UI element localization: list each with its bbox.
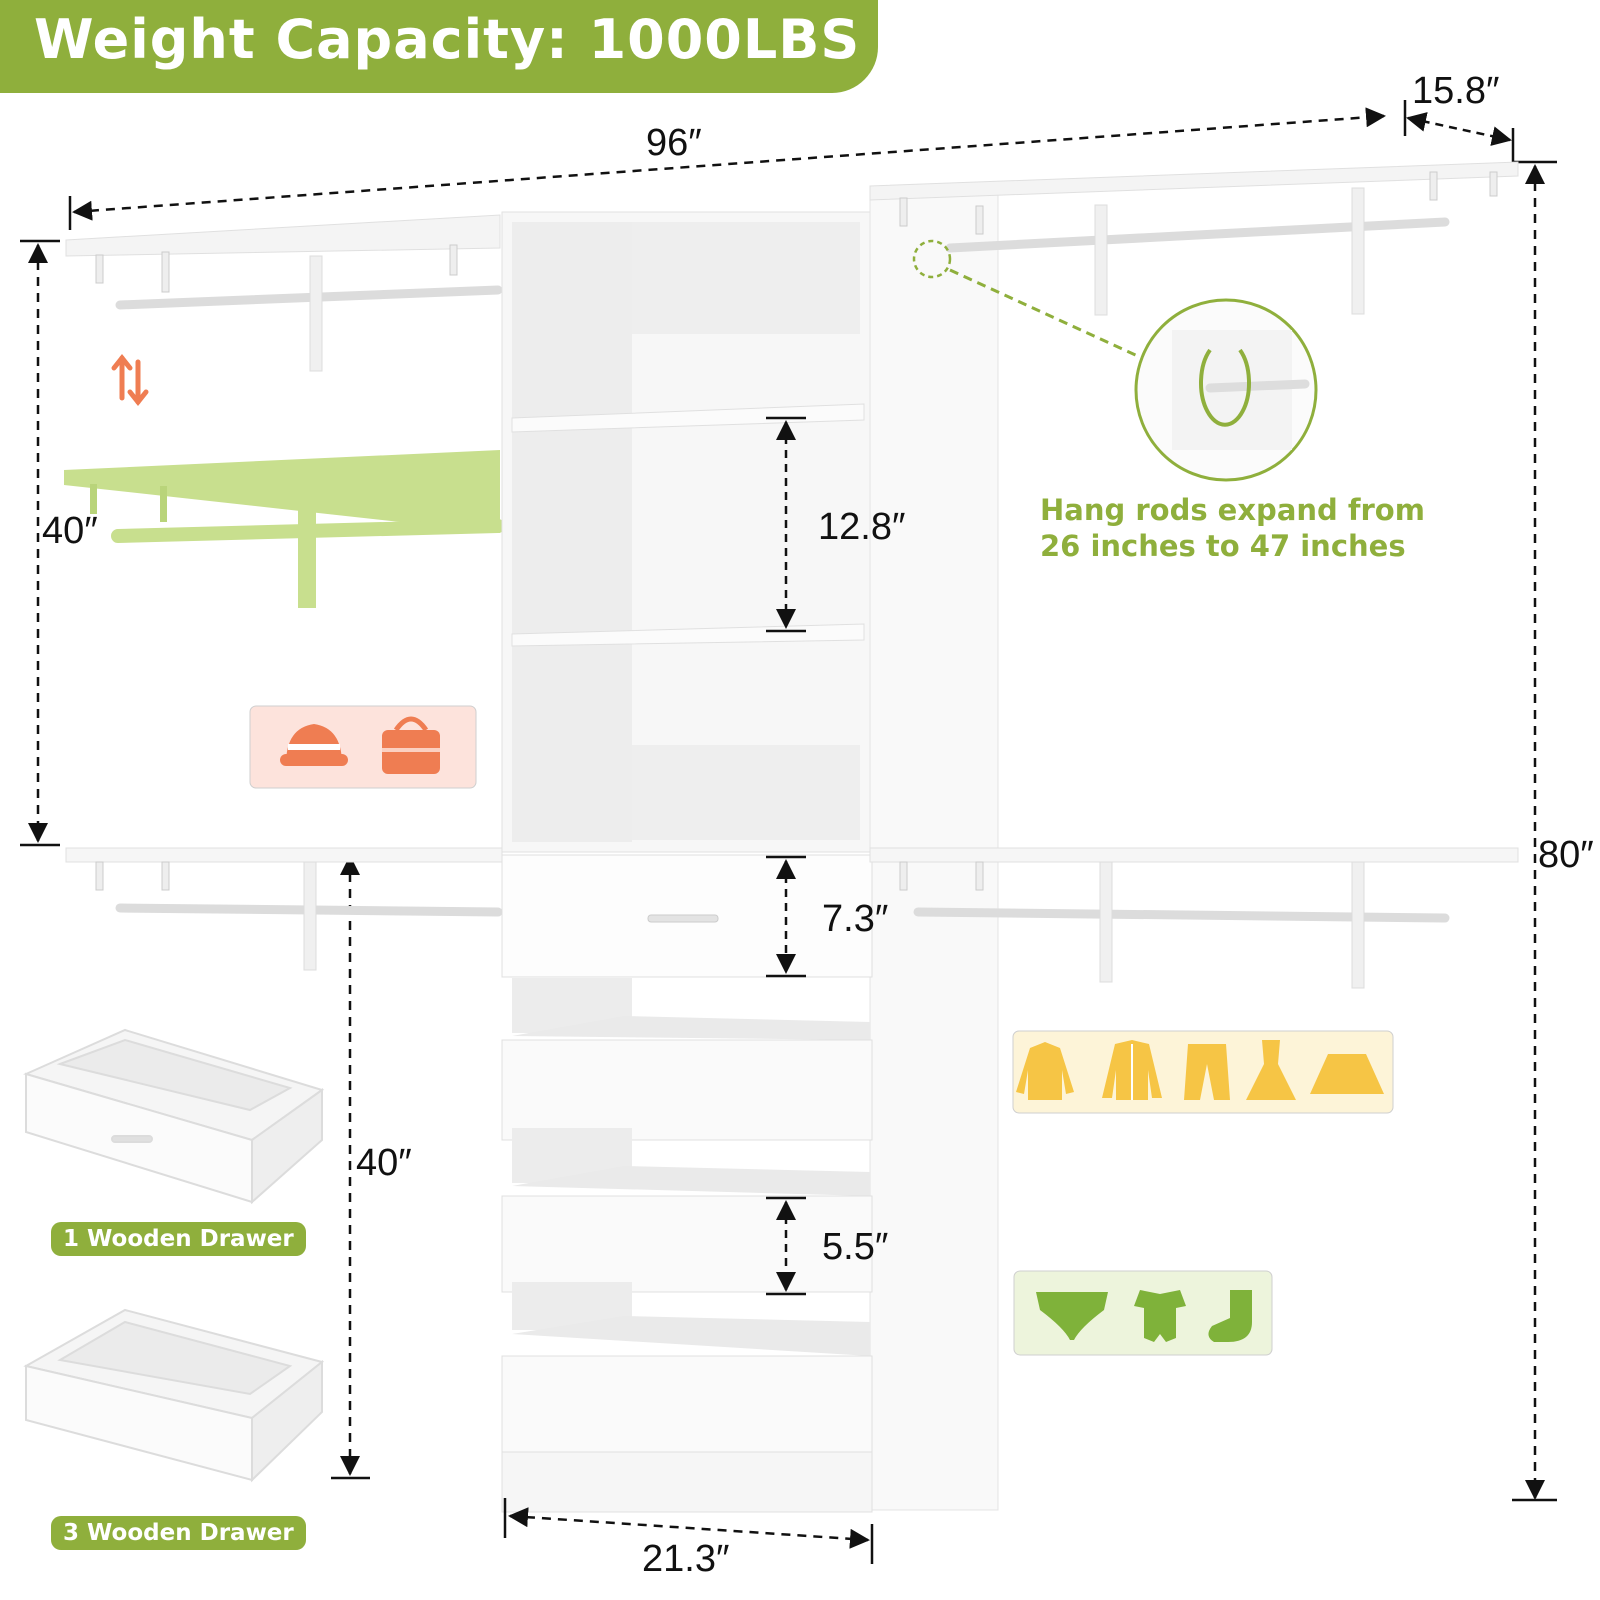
- weight-capacity-banner: Weight Capacity: 1000LBS: [0, 0, 878, 93]
- handbag-icon: [382, 716, 440, 774]
- sock-icon: [1208, 1290, 1252, 1342]
- total-width-label: 96″: [646, 122, 702, 164]
- rod-expand-text-line1: Hang rods expand from: [1040, 493, 1425, 527]
- center-tower: [501, 189, 999, 1513]
- kids-icon-panel: [1013, 1270, 1273, 1356]
- onesie-icon: [1134, 1290, 1186, 1342]
- jacket-icon: [1102, 1040, 1162, 1100]
- rod-detail-callout: [912, 239, 1318, 482]
- height-dimension-line: [1512, 160, 1557, 1502]
- single-drawer-illustration: [23, 1028, 325, 1205]
- rod-expand-text-line2: 26 inches to 47 inches: [1040, 529, 1406, 563]
- shirt-icon: [1016, 1042, 1074, 1100]
- single-drawer-tag: 1 Wooden Drawer: [51, 1222, 306, 1256]
- shelf-spacing-dimension-line: [766, 416, 806, 633]
- hat-icon: [280, 724, 348, 766]
- accessories-icon-panel: [249, 705, 477, 789]
- pants-icon: [1184, 1044, 1230, 1100]
- triple-drawer-tag: 3 Wooden Drawer: [51, 1516, 306, 1550]
- adjustable-shelf-highlight: [64, 450, 505, 608]
- dress-icon: [1246, 1040, 1296, 1100]
- top-drawer-dimension-line: [766, 855, 806, 978]
- up-down-arrows-icon: [111, 353, 149, 407]
- top-drawer-height-label: 7.3″: [822, 898, 889, 940]
- lower-drawer-dimension-line: [766, 1196, 806, 1296]
- triple-drawer-illustration: [23, 1308, 325, 1483]
- depth-label: 15.8″: [1412, 70, 1500, 112]
- banner-title: Weight Capacity: 1000LBS: [34, 8, 861, 71]
- lower-right-shelf: [869, 847, 1519, 989]
- shelf-spacing-label: 12.8″: [818, 506, 906, 548]
- skirt-icon: [1310, 1054, 1384, 1094]
- lower-left-shelf: [65, 847, 503, 971]
- tower-width-dimension-line: [503, 1498, 874, 1564]
- total-height-label: 80″: [1538, 834, 1594, 876]
- upper-left-shelf: [65, 214, 503, 372]
- lower-drawer-height-label: 5.5″: [822, 1226, 889, 1268]
- rotate-arrow-icon: [1199, 348, 1251, 427]
- tower-width-label: 21.3″: [642, 1538, 730, 1580]
- width-dimension-line: [68, 100, 1515, 230]
- upper-right-shelf: [869, 161, 1519, 316]
- upper-hanging-height-label: 40″: [42, 510, 98, 552]
- lower-hanging-height-label: 40″: [356, 1142, 412, 1184]
- underwear-icon: [1036, 1292, 1108, 1340]
- clothes-icon-panel: [1012, 1030, 1394, 1114]
- upper-hanging-dimension-line: [20, 239, 60, 847]
